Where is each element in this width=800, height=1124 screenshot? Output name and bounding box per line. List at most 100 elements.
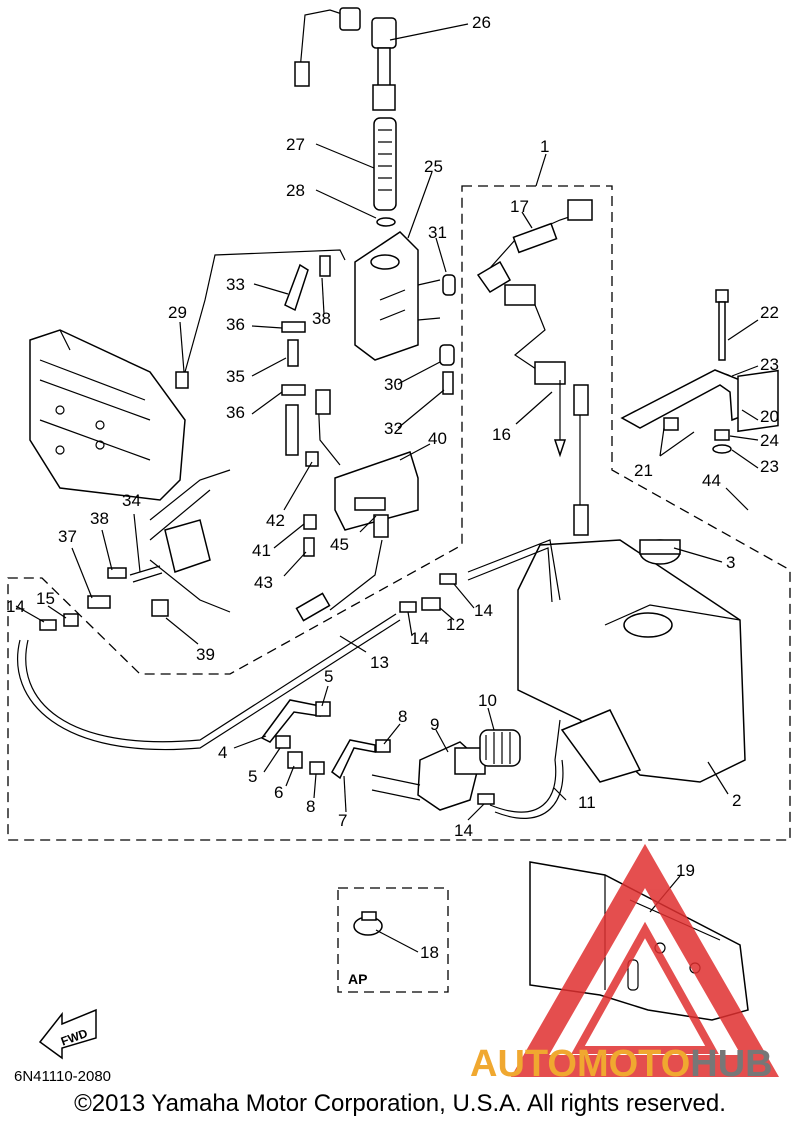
- copyright: ©2013 Yamaha Motor Corporation, U.S.A. A…: [74, 1090, 726, 1117]
- callout-4: 4: [218, 743, 227, 762]
- callout-3: 3: [726, 553, 735, 572]
- part-10-filter: [479, 729, 521, 767]
- callout-41: 41: [252, 541, 271, 560]
- callout-30: 30: [384, 375, 403, 394]
- watermark-triangle-outer: [510, 843, 780, 1077]
- part-27-filter: [373, 117, 397, 211]
- callout-10: 10: [478, 691, 497, 710]
- part-36-clamp-b: [281, 384, 306, 396]
- callout-26: 26: [472, 13, 491, 32]
- part-8-clip-a: [309, 761, 325, 775]
- part-24-nut: [714, 429, 730, 441]
- part-6-joint: [287, 751, 303, 769]
- part-31-grommet: [442, 274, 456, 296]
- callout-36b: 36: [226, 403, 245, 422]
- part-38-clip-b: [107, 567, 127, 579]
- engine-cowling: [29, 329, 231, 613]
- callout-11: 11: [578, 793, 596, 812]
- part-20-bracket: [620, 369, 746, 429]
- part-12-joint: [421, 597, 441, 611]
- part-36-clamp-a: [281, 321, 306, 333]
- leader-lines: [15, 23, 759, 953]
- callout-36a: 36: [226, 315, 245, 334]
- callout-19: 19: [676, 861, 695, 880]
- callout-38b: 38: [90, 509, 109, 528]
- callout-9: 9: [430, 715, 439, 734]
- callout-23b: 23: [760, 457, 779, 476]
- part-11-hose: [489, 719, 564, 819]
- callout-21: 21: [634, 461, 653, 480]
- callout-6: 6: [274, 783, 283, 802]
- callout-37: 37: [58, 527, 77, 546]
- part-42-grommet: [305, 451, 319, 467]
- callout-18: 18: [420, 943, 439, 962]
- part-14-clip-a: [39, 619, 57, 631]
- part-14-clip-d: [477, 793, 495, 805]
- callout-28: 28: [286, 181, 305, 200]
- part-38-clip: [319, 255, 331, 277]
- callout-14b: 14: [474, 601, 493, 620]
- part-26-sensor: [294, 7, 397, 111]
- part-13-hose: [17, 613, 401, 750]
- callout-27: 27: [286, 135, 305, 154]
- callout-29: 29: [168, 303, 187, 322]
- watermark-logo: [510, 843, 780, 1077]
- part-43-bolt: [303, 537, 315, 557]
- callout-24: 24: [760, 431, 779, 450]
- part-5-clip-b: [275, 735, 291, 749]
- callout-15: 15: [36, 589, 55, 608]
- part-34-hose: [129, 565, 163, 583]
- callout-22: 22: [760, 303, 779, 322]
- callout-44: 44: [702, 471, 721, 490]
- watermark-triangle-inner: [571, 921, 719, 1054]
- callout-39: 39: [196, 645, 215, 664]
- part-16-lead: [513, 304, 589, 536]
- part-4-hose: [260, 699, 321, 743]
- ap-label: AP: [348, 971, 367, 987]
- part-22-bolt: [715, 289, 729, 361]
- part-23-washer-b: [712, 444, 732, 454]
- callout-34: 34: [122, 491, 141, 510]
- callout-8b: 8: [306, 797, 315, 816]
- callout-32: 32: [384, 419, 403, 438]
- part-14-clip-b: [439, 573, 457, 585]
- part-29-hose: [175, 371, 189, 389]
- callout-14a: 14: [6, 597, 25, 616]
- part-30-grommet: [439, 344, 455, 366]
- callout-31: 31: [428, 223, 447, 242]
- callout-7: 7: [338, 811, 347, 830]
- watermark-text-part1: AUTOMOTO: [470, 1043, 690, 1085]
- part-44-label: [737, 369, 779, 433]
- callout-1: 1: [540, 137, 549, 156]
- callout-35: 35: [226, 367, 245, 386]
- fwd-arrow: [38, 1008, 97, 1060]
- part-41-collar: [303, 514, 317, 530]
- part-35-joint: [287, 339, 299, 367]
- callout-42: 42: [266, 511, 285, 530]
- callout-13: 13: [370, 653, 389, 672]
- assembly-ap-boundary: [337, 887, 449, 993]
- callout-12: 12: [446, 615, 465, 634]
- part-14-clip-c: [399, 601, 417, 613]
- callout-23a: 23: [760, 355, 779, 374]
- part-15-joint: [63, 613, 79, 627]
- part-39-clip: [151, 599, 169, 617]
- part-32-bolt: [442, 371, 454, 395]
- callout-40: 40: [428, 429, 447, 448]
- part-7-hose: [331, 739, 376, 780]
- part-3-fuel-cap: [639, 539, 681, 565]
- watermark-text-part2: HUB: [690, 1043, 772, 1085]
- callout-25: 25: [424, 157, 443, 176]
- part-18-clip: [353, 911, 383, 936]
- callout-5b: 5: [248, 767, 257, 786]
- watermark-text: AUTOMOTOHUB: [470, 1043, 773, 1085]
- part-40-control-unit: [315, 389, 419, 538]
- callout-5a: 5: [324, 667, 333, 686]
- callout-20: 20: [760, 407, 779, 426]
- part-code: 6N41110-2080: [14, 1068, 112, 1085]
- callout-14d: 14: [454, 821, 473, 840]
- part-25-vapor-separator: [354, 231, 441, 361]
- assembly-1-boundary: [7, 185, 791, 841]
- part-2-fuel-tank: [517, 539, 746, 783]
